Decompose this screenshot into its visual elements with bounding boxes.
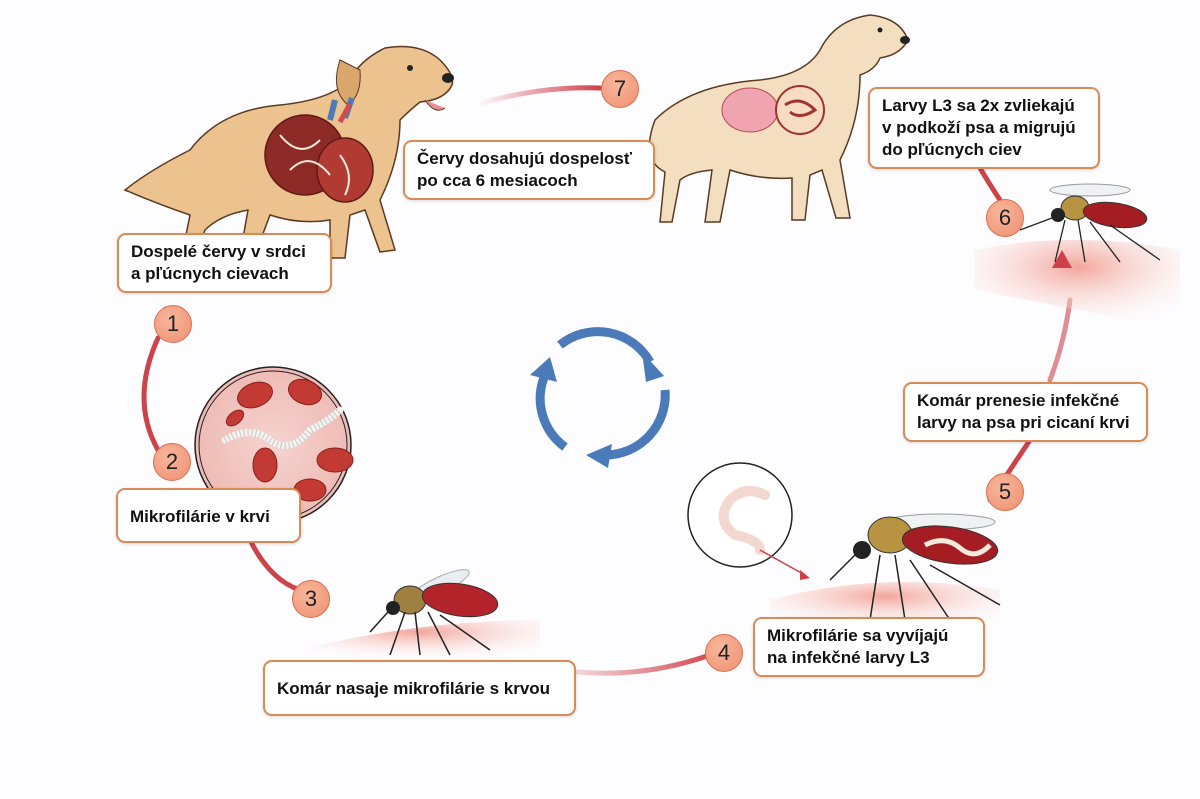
step-7-label: Červy dosahujú dospelosť po cca 6 mesiac… [403,140,655,200]
connector-3-to-4 [575,649,721,676]
step-2-badge: 2 [153,443,191,481]
step-1-label: Dospelé červy v srdci a pľúcnych cievach [117,233,332,293]
step-3-line-1: Komár nasaje mikrofilárie s krvou [277,679,551,698]
step-5-label: Komár prenesie infekčné larvy na psa pri… [903,382,1148,442]
mosquito-with-larva-illustration [687,462,1001,630]
step-4-line-2: na infekčné larvy L3 [767,648,930,667]
step-1-badge: 1 [154,305,192,343]
step-3-badge: 3 [292,580,330,618]
step-6-badge: 6 [986,199,1024,237]
step-5-badge: 5 [986,473,1024,511]
connector-1-to-2 [141,335,161,453]
step-3-label: Komár nasaje mikrofilárie s krvou [263,660,576,716]
connector-2-to-3 [247,537,303,593]
step-4-label: Mikrofilárie sa vyvíjajú na infekčné lar… [753,617,985,677]
connector-6-to-box [977,165,1003,203]
step-4-line-1: Mikrofilárie sa vyvíjajú [767,626,949,645]
mosquito-transmitting-illustration [975,183,1180,330]
developing-dog-illustration [648,14,910,223]
step-2-line-1: Mikrofilárie v krvi [130,507,270,526]
step-5-line-2: larvy na psa pri cicaní krvi [917,413,1130,432]
step-6-label: Larvy L3 sa 2x zvliekajú v podkoží psa a… [868,87,1100,169]
step-5-line-1: Komár prenesie infekčné [917,391,1120,410]
connector-5-to-6 [1047,297,1073,383]
step-2-label: Mikrofilárie v krvi [116,488,301,543]
step-7-line-2: po cca 6 mesiacoch [417,171,578,190]
connector-7-to-top-dog [475,85,603,107]
step-6-line-2: v podkoží psa a migrujú [882,118,1076,137]
step-1-line-1: Dospelé červy v srdci [131,242,306,261]
step-6-line-3: do pľúcnych ciev [882,140,1022,159]
step-1-line-2: a pľúcnych cievach [131,264,289,283]
step-4-badge: 4 [705,634,743,672]
mosquito-feeding-illustration [300,569,540,660]
step-7-badge: 7 [601,70,639,108]
cycle-arrows-icon [530,327,670,468]
step-6-line-1: Larvy L3 sa 2x zvliekajú [882,96,1075,115]
dog-with-heartworms-illustration [123,45,454,259]
step-7-line-1: Červy dosahujú dospelosť [417,149,633,168]
blood-smear-illustration [194,366,354,524]
